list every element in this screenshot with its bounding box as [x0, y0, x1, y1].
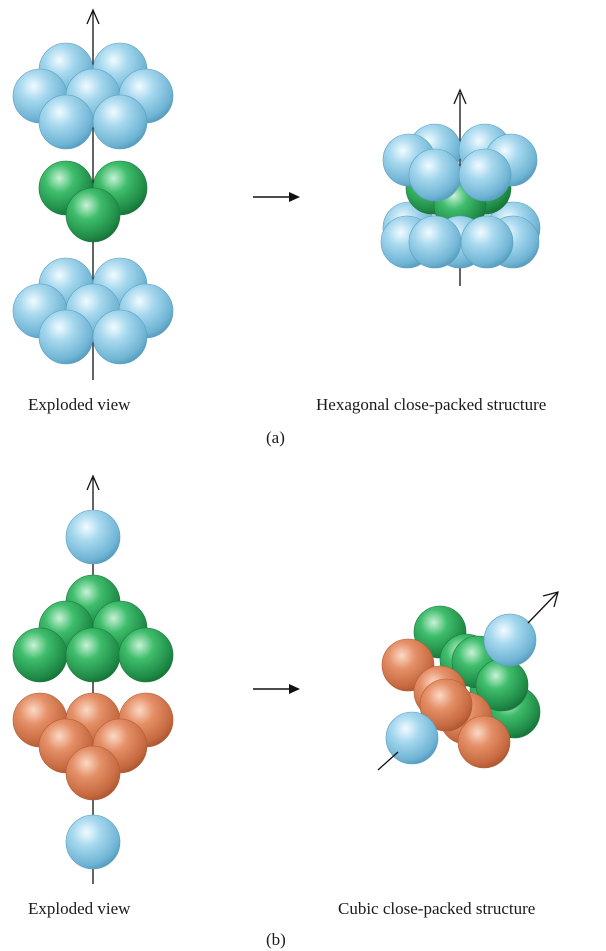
a-bottom-hexagonal-layer	[12, 257, 174, 365]
transition-arrowhead-a	[289, 192, 300, 202]
b-exploded-layers	[12, 509, 174, 870]
blue-sphere	[408, 215, 462, 269]
blue-sphere	[483, 613, 537, 667]
panel-b-right-label: Cubic close-packed structure	[338, 899, 536, 918]
blue-sphere	[92, 309, 148, 365]
axis-a-arrowhead	[86, 8, 100, 25]
axis-b-structure-head	[527, 592, 558, 624]
panel-a-right-label: Hexagonal close-packed structure	[316, 395, 547, 414]
panel-b-left-label: Exploded view	[28, 899, 131, 918]
a-middle-green-layer	[38, 160, 148, 243]
panel-a-left-label: Exploded view	[28, 395, 131, 414]
orange-sphere	[457, 715, 511, 769]
green-sphere	[65, 627, 121, 683]
blue-sphere	[458, 148, 512, 202]
green-sphere	[118, 627, 174, 683]
a-top-hexagonal-layer	[12, 42, 174, 150]
axis-b-structure-arrowhead	[542, 591, 559, 608]
blue-sphere	[460, 215, 514, 269]
ccp-structure	[381, 605, 541, 769]
axis-b-arrowhead	[86, 474, 100, 491]
hcp-structure	[380, 123, 541, 269]
blue-sphere	[38, 309, 94, 365]
orange-sphere	[419, 678, 473, 732]
green-sphere	[12, 627, 68, 683]
panel-a-tag: (a)	[266, 428, 285, 447]
blue-sphere	[38, 94, 94, 150]
axis-a-structure-arrowhead	[453, 88, 467, 105]
blue-sphere	[92, 94, 148, 150]
blue-sphere	[65, 814, 121, 870]
blue-sphere	[65, 509, 121, 565]
panel-b-tag: (b)	[266, 930, 286, 949]
blue-sphere	[408, 148, 462, 202]
transition-arrowhead-b	[289, 684, 300, 694]
orange-sphere	[65, 745, 121, 801]
blue-sphere	[385, 711, 439, 765]
axis-b-structure-tail	[377, 751, 399, 771]
green-sphere	[65, 187, 121, 243]
